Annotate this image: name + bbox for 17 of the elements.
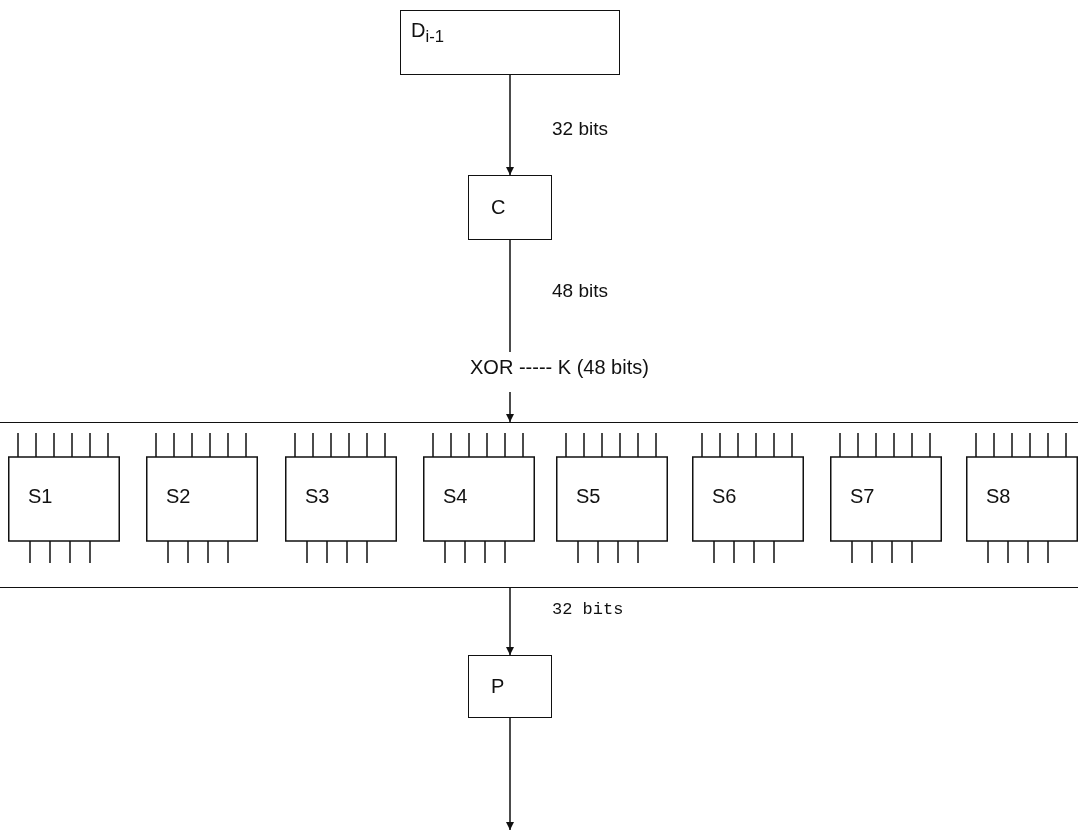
process-box: P [468,655,552,718]
process-box: C [468,175,552,240]
arrow [506,717,514,831]
arrow [506,391,514,423]
arrow [506,74,514,176]
xor-label: XOR ----- K (48 bits) [470,356,750,386]
process-box: D$_{i-1}$ [400,10,620,75]
s-box: S7 [830,433,942,565]
s-box: S5 [556,433,668,565]
s-box: S1 [8,433,120,565]
arrow [506,587,514,656]
substitution-band [0,422,1078,588]
s-box: S8 [966,433,1078,565]
s-box: S4 [423,433,535,565]
s-box: S6 [692,433,804,565]
s-box: S2 [146,433,258,565]
s-box: S3 [285,433,397,565]
